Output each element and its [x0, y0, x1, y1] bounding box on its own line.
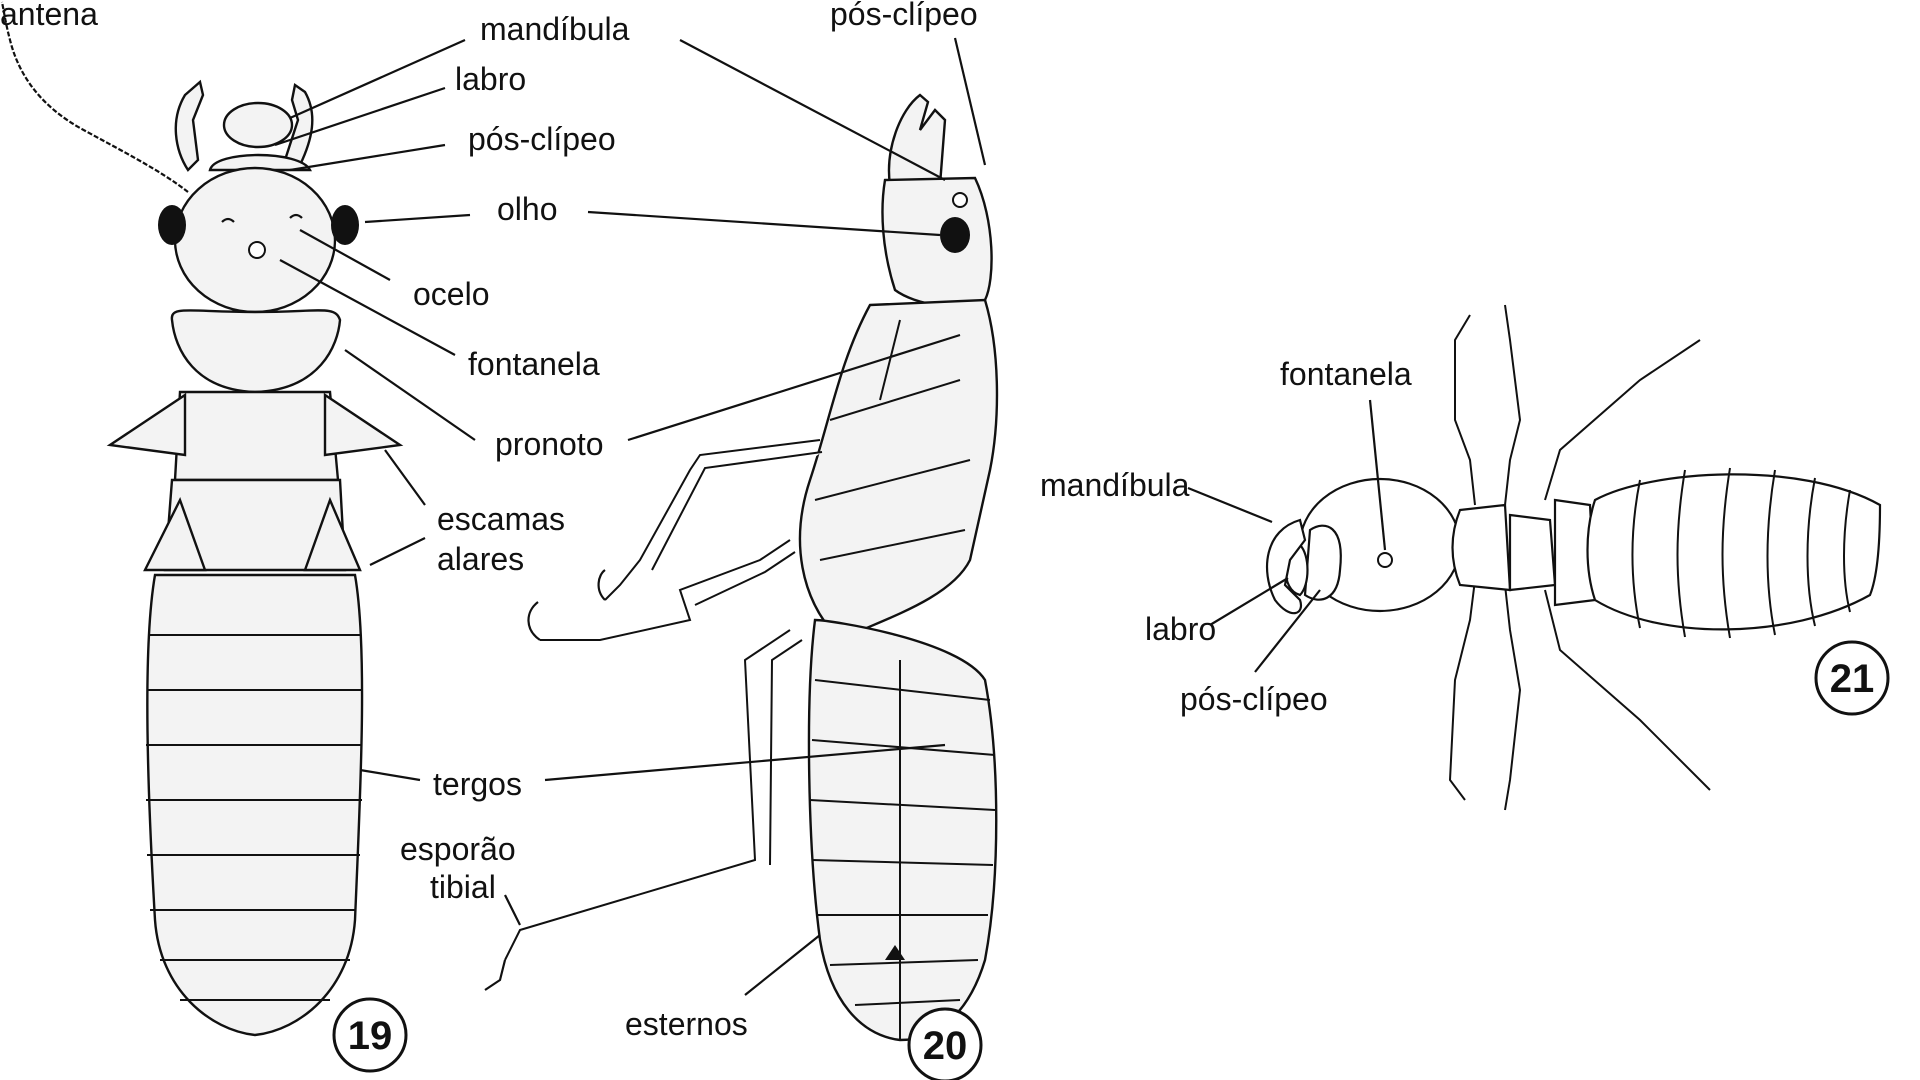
thorax-lateral-drawing: [798, 298, 999, 642]
antenna-drawing: [0, 1, 189, 193]
ocellus-lateral-drawing: [952, 192, 968, 208]
foreleg-claw: [597, 569, 606, 601]
figure-21-worker-dorsal: fontanela mandíbula labro pós-clípeo 21: [1040, 304, 1890, 811]
pronotum-drawing: [170, 309, 342, 394]
sternite-segment-lines: [809, 660, 996, 1040]
figure-19-number-circle: [332, 997, 408, 1073]
fig19-leader-lines: [274, 38, 521, 926]
labrum-drawing: [222, 101, 294, 149]
wing-scale-meta-right: [303, 496, 362, 572]
figure-20-soldier-lateral: pós-clípeo esternos 20: [484, 0, 999, 1080]
label-esporao: esporão: [400, 831, 516, 867]
worker-abdomen-drawing: [1586, 473, 1882, 631]
midleg-drawing: [540, 539, 796, 641]
label-pos-clipeo-fig21: pós-clípeo: [1180, 681, 1328, 717]
label-fontanela-fig21: fontanela: [1280, 356, 1412, 392]
worker-mandible-drawing: [1265, 518, 1307, 615]
label-olho: olho: [497, 191, 558, 227]
label-alares: alares: [437, 541, 524, 577]
fig20-leader-lines: [544, 37, 987, 996]
figure-19-soldier-dorsal: antena mandíbula labro pós-clípeo olho o…: [0, 0, 630, 1073]
figure-19-number: 19: [348, 1014, 393, 1058]
eye-left-drawing: [158, 205, 186, 245]
label-fontanela: fontanela: [468, 346, 600, 382]
ocellus-drawing: [221, 213, 303, 223]
label-esternos: esternos: [625, 1006, 748, 1042]
eye-lateral-drawing: [940, 217, 970, 253]
label-pos-clipeo: pós-clípeo: [468, 121, 616, 157]
mandible-left-drawing: [174, 79, 205, 172]
label-pronoto: pronoto: [495, 426, 604, 462]
fig21-leader-lines: [1187, 399, 1387, 673]
worker-legs: [1448, 304, 1711, 811]
worker-pronotum-drawing: [1451, 503, 1512, 592]
thorax-plate-lines: [814, 319, 971, 561]
wing-scale-meso-right: [323, 392, 404, 457]
figure-20-number-circle: [907, 1007, 983, 1080]
worker-fontanelle-drawing: [1377, 552, 1393, 568]
fontanelle-drawing: [248, 241, 266, 259]
abdomen-drawing: [146, 573, 364, 1037]
hindleg-drawing: [504, 629, 803, 961]
mandible-lateral-drawing: [887, 93, 947, 187]
label-mandibula: mandíbula: [480, 11, 630, 47]
label-labro: labro: [455, 61, 526, 97]
midleg-claw: [527, 601, 541, 641]
abdomen-tip-mark: [885, 945, 905, 960]
label-mandibula-fig21: mandíbula: [1040, 467, 1190, 503]
figure-21-number-circle: [1814, 640, 1890, 716]
label-ocelo: ocelo: [413, 276, 490, 312]
label-labro-fig21: labro: [1145, 611, 1216, 647]
wing-scale-meta-left: [143, 496, 207, 572]
figure-21-number: 21: [1830, 657, 1875, 701]
worker-mesonotum-drawing: [1508, 513, 1557, 592]
worker-tergite-lines: [1631, 467, 1851, 639]
label-pos-clipeo-fig20: pós-clípeo: [830, 0, 978, 32]
head-drawing: [173, 166, 337, 314]
eye-right-drawing: [331, 205, 359, 245]
label-tibial: tibial: [430, 869, 496, 905]
hindleg-claw: [484, 959, 507, 991]
label-antena: antena: [0, 0, 98, 32]
figure-20-number: 20: [923, 1024, 968, 1068]
worker-postclypeus-drawing: [1303, 524, 1342, 601]
label-tergos: tergos: [433, 766, 522, 802]
tergite-lines: [146, 634, 362, 1001]
head-lateral-drawing: [881, 176, 993, 308]
foreleg-drawing: [604, 439, 823, 601]
label-escamas: escamas: [437, 501, 565, 537]
mesonotum-drawing: [173, 390, 340, 482]
wing-scale-meso-left: [106, 392, 187, 457]
